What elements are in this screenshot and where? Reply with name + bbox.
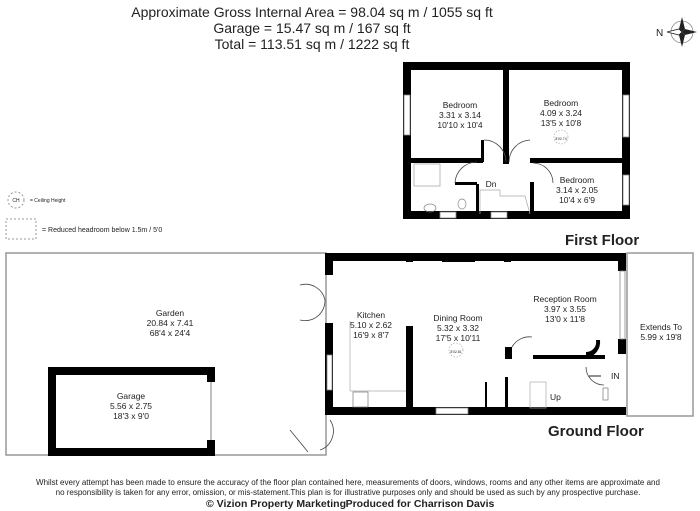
ff-room-3-name: Bedroom — [560, 175, 595, 185]
compass-label: N — [656, 28, 663, 39]
gf-kitchen-imperial: 16'9 x 8'7 — [353, 330, 389, 340]
ground-floor-plan: Garden 20.84 x 7.41 68'4 x 24'4 Garage 5… — [5, 252, 694, 456]
gf-stairs-label: Up — [550, 392, 561, 402]
gf-dining-imperial: 17'5 x 10'11 — [436, 333, 481, 343]
ff-room-3-metric: 3.14 x 2.05 — [556, 185, 598, 195]
gf-garage-metric: 5.56 x 2.75 — [110, 401, 152, 411]
ground-floor-title: Ground Floor — [548, 423, 644, 440]
ff-room-2-imperial: 13'5 x 10'8 — [541, 118, 582, 128]
gf-reception-name: Reception Room — [533, 294, 596, 304]
compass-icon: N — [656, 17, 697, 47]
gf-garden-name: Garden — [156, 308, 185, 318]
first-floor-title: First Floor — [565, 232, 639, 249]
gf-ch-value: 8'02.81 — [450, 350, 461, 354]
ff-room-3-imperial: 10'4 x 6'9 — [559, 195, 595, 205]
gf-reception-metric: 3.97 x 3.55 — [544, 304, 586, 314]
ff-room-1-name: Bedroom — [443, 100, 478, 110]
legend-ch-text: = Ceiling Height — [30, 198, 66, 204]
total-area-text: Total = 113.51 sq m / 1222 sq ft — [215, 36, 410, 52]
gf-dining-name: Dining Room — [433, 313, 482, 323]
ff-stairs-label: Dn — [486, 179, 497, 189]
gf-entrance-label: IN — [611, 371, 620, 381]
gf-garden-imperial: 68'4 x 24'4 — [150, 328, 191, 338]
gf-kitchen-name: Kitchen — [357, 310, 386, 320]
gf-extends-name: Extends To — [640, 322, 682, 332]
ff-room-1-imperial: 10'10 x 10'4 — [437, 120, 483, 130]
ff-ch-value: 8'02.74 — [555, 137, 566, 141]
legend-ch-symbol: CH — [12, 198, 20, 204]
ff-room-2-name: Bedroom — [544, 98, 579, 108]
produced-for-text: Produced for Charrison Davis — [346, 498, 495, 510]
disclaimer-line-2: no responsibility is taken for any error… — [56, 488, 641, 497]
gf-extends-metric: 5.99 x 19'8 — [640, 332, 682, 342]
garage-area-text: Garage = 15.47 sq m / 167 sq ft — [213, 20, 410, 36]
first-floor-plan: Bedroom 3.31 x 3.14 10'10 x 10'4 Bedroom… — [403, 62, 630, 219]
gf-garden-metric: 20.84 x 7.41 — [147, 318, 194, 328]
disclaimer-line-1: Whilst every attempt has been made to en… — [36, 478, 660, 487]
gf-garage-imperial: 18'3 x 9'0 — [113, 411, 149, 421]
gf-dining-metric: 5.32 x 3.32 — [437, 323, 479, 333]
gf-reception-imperial: 13'0 x 11'8 — [545, 314, 585, 324]
gf-garage-name: Garage — [117, 391, 146, 401]
legend-reduced-text: = Reduced headroom below 1.5m / 5'0 — [42, 227, 162, 234]
gf-kitchen-metric: 5.10 x 2.62 — [350, 320, 392, 330]
legend: CH = Ceiling Height = Reduced headroom b… — [5, 191, 162, 240]
ff-room-1-metric: 3.31 x 3.14 — [439, 110, 481, 120]
ff-room-2-metric: 4.09 x 3.24 — [540, 108, 582, 118]
copyright-text: © Vizion Property Marketing — [206, 498, 346, 510]
gross-area-text: Approximate Gross Internal Area = 98.04 … — [131, 4, 493, 20]
